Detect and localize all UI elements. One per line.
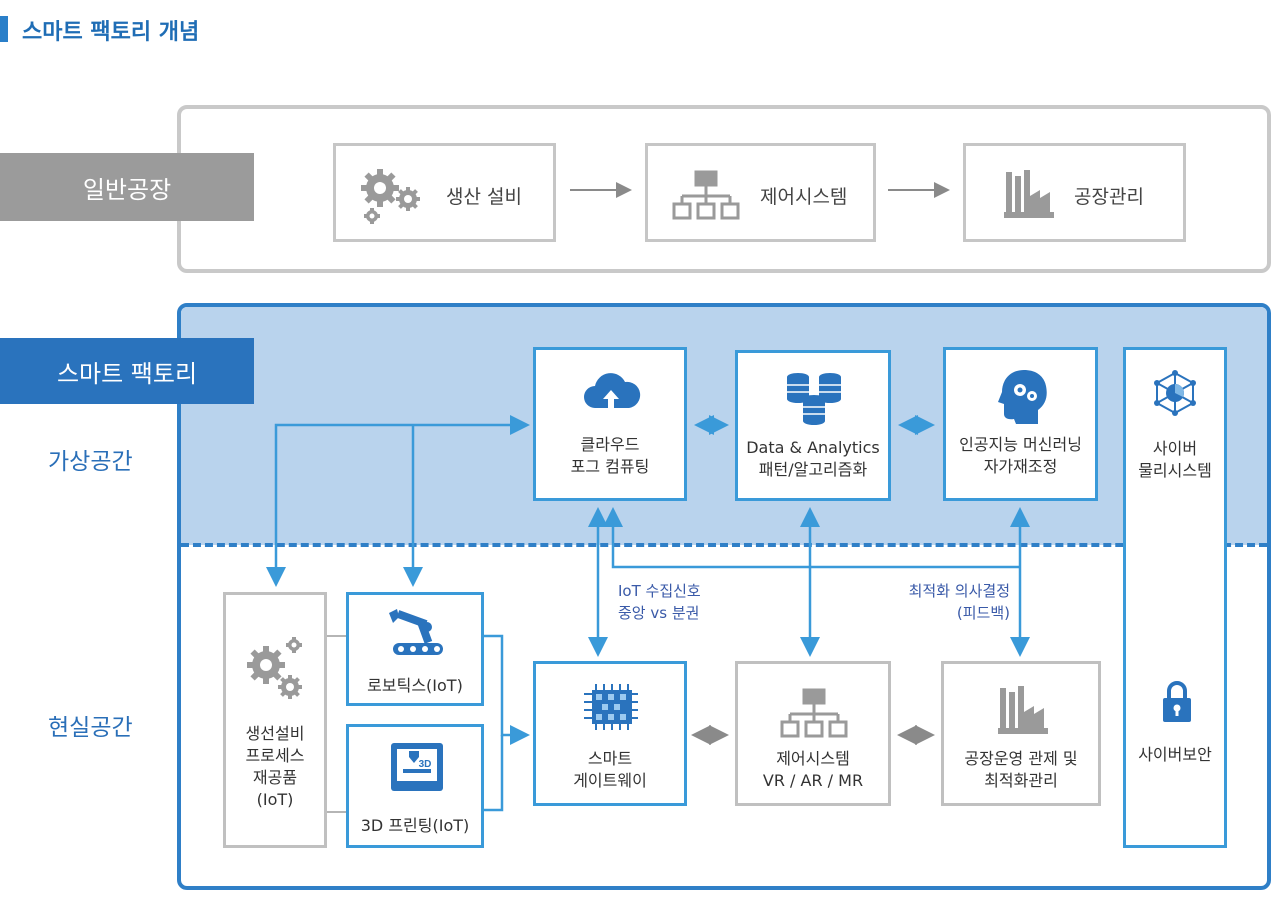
- 3d-printing-box: 3D 3D 프린팅(IoT): [346, 724, 484, 848]
- optimize-line-2: (피드백): [956, 604, 1010, 622]
- padlock-icon: [1163, 681, 1191, 722]
- cloud-label-1: 클라우드: [580, 435, 640, 454]
- factory-management-label: 공장관리: [1074, 186, 1144, 208]
- ai-label-2: 자가재조정: [983, 457, 1058, 476]
- ai-label-1: 인공지능 머신러닝: [959, 435, 1082, 454]
- gears-icon: [361, 169, 420, 224]
- virtual-real-divider: [181, 543, 1267, 547]
- smart-gateway-box: 스마트 게이트웨이: [533, 661, 687, 806]
- smart-factory-frame: [177, 303, 1271, 890]
- real-space-label: 현실공간: [48, 715, 133, 741]
- control-system-vr-box: 제어시스템 VR / AR / MR: [735, 661, 891, 806]
- factory-management-box: 공장관리: [963, 143, 1186, 242]
- virtual-space-area: [181, 307, 1267, 545]
- analytics-label-1: Data & Analytics: [746, 438, 880, 457]
- 3d-printer-icon: 3D: [391, 743, 443, 791]
- optimize-annotation: 최적화 의사결정 (피드백): [886, 580, 1010, 624]
- page-title: 스마트 팩토리 개념: [22, 20, 200, 45]
- head-gears-icon: [998, 370, 1047, 424]
- security-label: 사이버보안: [1138, 745, 1212, 764]
- iot-signal-line-2: 중앙 vs 분권: [618, 604, 700, 622]
- factory-icon: [998, 686, 1048, 734]
- cps-label-2: 물리시스템: [1138, 461, 1212, 480]
- cloud-upload-icon: [584, 373, 641, 408]
- general-factory-label: 일반공장: [0, 153, 254, 221]
- ai-machine-learning-box: 인공지능 머신러닝 자가재조정: [943, 347, 1098, 501]
- equipment-process-box: 생선설비 프로세스 재공품 (IoT): [223, 592, 327, 848]
- database-icon: [787, 373, 841, 425]
- gateway-label-1: 스마트: [587, 749, 633, 768]
- cps-label-1: 사이버: [1152, 439, 1198, 458]
- equipment-label-4: (IoT): [256, 790, 294, 809]
- cloud-computing-box: 클라우드 포그 컴퓨팅: [533, 347, 687, 501]
- production-equipment-box: 생산 설비: [333, 143, 556, 242]
- chip-icon: [584, 684, 638, 730]
- network-node-icon: [1154, 370, 1196, 416]
- data-analytics-box: Data & Analytics 패턴/알고리즘화: [735, 350, 891, 501]
- robotics-box: 로보틱스(IoT): [346, 592, 484, 706]
- cyber-physical-system-box: 사이버 물리시스템 사이버보안: [1123, 347, 1227, 848]
- production-equipment-label: 생산 설비: [446, 186, 522, 208]
- control-system-box: 제어시스템: [645, 143, 876, 242]
- factory-icon: [1004, 170, 1054, 218]
- operation-label-1: 공장운영 관제 및: [964, 749, 1078, 768]
- 3d-printing-label: 3D 프린팅(IoT): [360, 816, 470, 835]
- cloud-label-2: 포그 컴퓨팅: [570, 457, 650, 476]
- operation-label-2: 최적화관리: [984, 771, 1058, 790]
- optimize-line-1: 최적화 의사결정: [908, 582, 1010, 600]
- equipment-label-2: 프로세스: [245, 746, 305, 765]
- title-accent-bar: [0, 16, 8, 42]
- control-vr-label-2: VR / AR / MR: [762, 771, 864, 790]
- virtual-space-label: 가상공간: [48, 449, 133, 475]
- robotics-label: 로보틱스(IoT): [367, 676, 463, 695]
- equipment-label-3: 재공품: [252, 768, 298, 787]
- factory-operation-box: 공장운영 관제 및 최적화관리: [941, 661, 1101, 806]
- analytics-label-2: 패턴/알고리즘화: [758, 460, 868, 479]
- iot-signal-line-1: IoT 수집신호: [618, 582, 701, 600]
- hierarchy-icon: [672, 170, 740, 220]
- gateway-label-2: 게이트웨이: [573, 771, 647, 790]
- control-vr-label-1: 제어시스템: [776, 749, 850, 768]
- gears-icon: [247, 637, 302, 699]
- equipment-label-1: 생선설비: [245, 724, 305, 743]
- printer-badge: 3D: [419, 759, 432, 770]
- control-system-label: 제어시스템: [760, 186, 848, 208]
- robot-arm-icon: [389, 609, 443, 655]
- iot-signal-annotation: IoT 수집신호 중앙 vs 분권: [618, 580, 701, 624]
- hierarchy-icon: [780, 688, 848, 738]
- smart-factory-label: 스마트 팩토리: [0, 338, 254, 404]
